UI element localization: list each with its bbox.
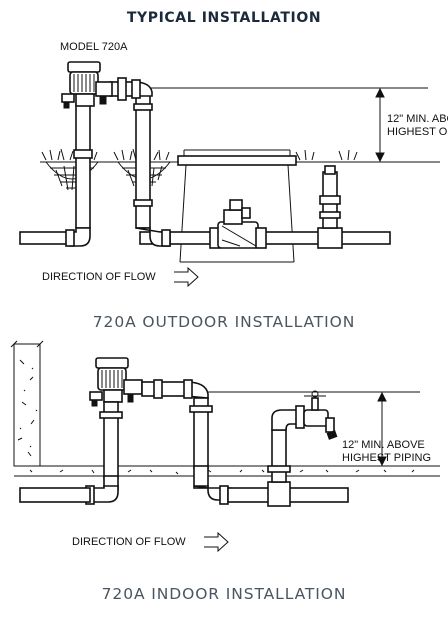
backflow-preventer-indoor	[89, 357, 143, 407]
page-title: TYPICAL INSTALLATION	[127, 10, 321, 26]
outdoor-flow-arrow-icon	[174, 266, 199, 288]
floor-slab	[14, 465, 440, 477]
indoor-height-note-line2: HIGHEST PIPING	[342, 452, 431, 464]
outdoor-inlet-riser	[75, 103, 91, 229]
model-label: MODEL 720A	[60, 41, 128, 53]
outdoor-caption: 720A OUTDOOR INSTALLATION	[93, 313, 355, 331]
indoor-flow-arrow-icon	[204, 531, 229, 553]
backflow-preventer-outdoor	[61, 61, 127, 109]
concrete-wall	[10, 340, 44, 467]
outdoor-outlet-riser	[135, 91, 151, 229]
solenoid-valve	[209, 199, 267, 249]
outdoor-height-note-line2: HIGHEST OUTLET	[387, 126, 448, 138]
indoor-height-note-line1: 12" MIN. ABOVE	[342, 439, 425, 451]
indoor-main-left	[19, 487, 91, 503]
outdoor-height-dimension: 12" MIN. ABOVE HIGHEST OUTLET	[150, 87, 448, 163]
indoor-height-dimension: 12" MIN. ABOVE HIGHEST PIPING	[200, 391, 431, 467]
hose-bibb	[300, 390, 338, 440]
sprinkler-riser	[317, 165, 343, 249]
indoor-flow-label: DIRECTION OF FLOW	[72, 536, 186, 548]
outdoor-flow-label: DIRECTION OF FLOW	[42, 271, 156, 283]
outdoor-grass-tuft	[295, 149, 358, 161]
outdoor-height-note-line1: 12" MIN. ABOVE	[387, 113, 448, 125]
indoor-diagram: 12" MIN. ABOVE HIGHEST PIPING	[10, 340, 440, 603]
outdoor-diagram: MODEL 720A 12" MIN. ABOVE HIGHEST OUTLET	[19, 41, 448, 331]
indoor-caption: 720A INDOOR INSTALLATION	[102, 585, 347, 603]
valve-box	[177, 149, 297, 263]
